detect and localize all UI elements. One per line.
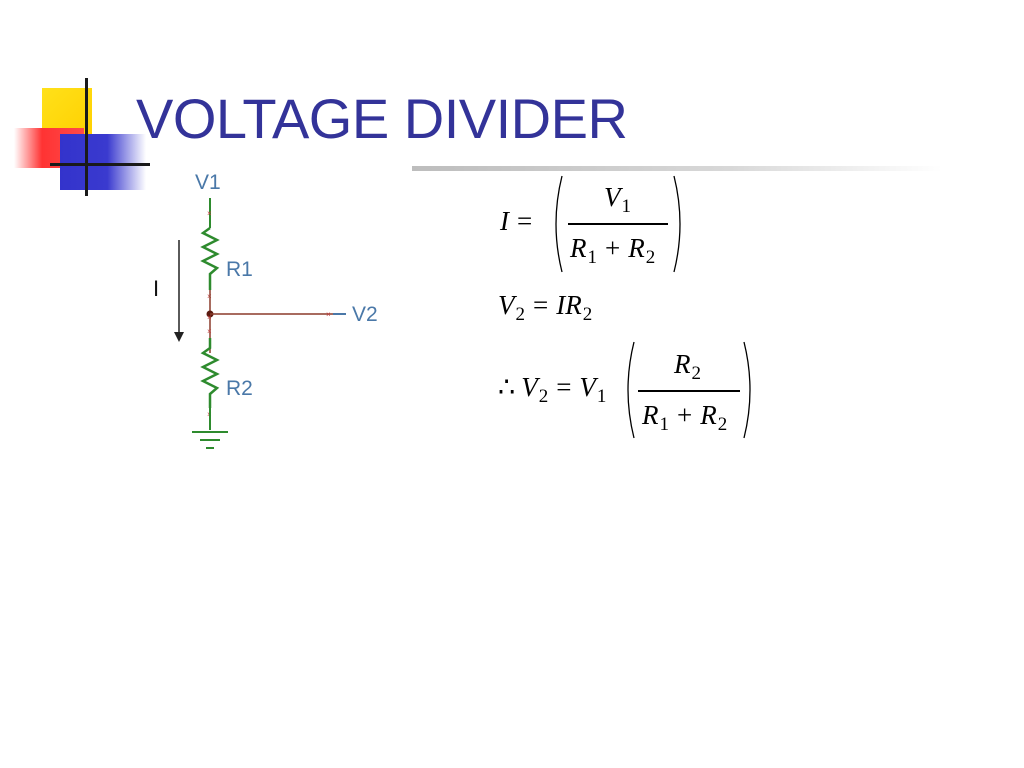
eq2-equals: =	[533, 290, 549, 320]
v1-label: V1	[195, 171, 221, 194]
equation-current: I=	[500, 206, 540, 237]
current-label: I	[153, 276, 159, 301]
current-arrow-icon	[174, 332, 184, 342]
eq3-therefore: ∴	[498, 372, 516, 402]
eq1-numerator: V1	[604, 182, 631, 217]
decorative-squares-logo	[0, 0, 150, 200]
eq3-fraction-bar	[638, 390, 740, 392]
eq1-left-paren	[555, 175, 563, 273]
eq3-equals: =	[556, 372, 572, 402]
eq1-den-a: R	[570, 233, 587, 263]
eq3-plus: +	[677, 400, 693, 430]
eq3-lhs-sub: 2	[538, 386, 549, 407]
eq1-den-b: R	[628, 233, 645, 263]
eq1-num-var: V	[604, 182, 621, 212]
r2-label: R2	[226, 377, 253, 400]
eq3-numerator: R2	[674, 349, 701, 384]
eq1-plus: +	[605, 233, 621, 263]
eq3-den-b-sub: 2	[717, 414, 728, 435]
eq1-equals: =	[517, 206, 533, 236]
eq1-fraction-bar	[568, 223, 668, 225]
eq3-factor-sub: 1	[596, 386, 607, 407]
eq1-denominator: R1+R2	[570, 233, 655, 268]
eq3-lhs: V	[521, 372, 538, 402]
equation-divider-result: ∴V2=V1	[498, 372, 606, 407]
pin-mark-out: ×	[326, 310, 331, 319]
eq3-num-var: R	[674, 349, 691, 379]
logo-vertical-line	[85, 78, 88, 196]
title-underline	[412, 166, 942, 171]
eq2-rhs: IR	[556, 290, 582, 320]
eq1-den-b-sub: 2	[645, 247, 656, 268]
pin-mark-1: ×	[207, 209, 212, 218]
eq1-lhs: I	[500, 206, 509, 236]
logo-horizontal-line	[50, 163, 150, 166]
eq2-lhs-sub: 2	[515, 304, 526, 325]
pin-mark-3: ×	[207, 313, 212, 322]
eq1-den-a-sub: 1	[587, 247, 598, 268]
eq1-right-paren	[673, 175, 681, 273]
resistor-r2	[200, 338, 220, 408]
eq2-rhs-sub: 2	[582, 304, 593, 325]
eq3-den-a: R	[642, 400, 659, 430]
voltage-divider-circuit: V1 × R1 × × V2 × × R2 × I	[153, 171, 378, 449]
r1-label: R1	[226, 258, 253, 281]
eq3-den-a-sub: 1	[659, 414, 670, 435]
eq3-den-b: R	[700, 400, 717, 430]
v2-label: V2	[352, 303, 378, 326]
eq2-lhs: V	[498, 290, 515, 320]
eq3-num-sub: 2	[691, 363, 702, 384]
eq1-num-sub: 1	[621, 196, 632, 217]
logo-blue-square	[60, 134, 146, 190]
pin-mark-4: ×	[207, 327, 212, 336]
eq3-denominator: R1+R2	[642, 400, 727, 435]
resistor-r1	[200, 226, 220, 290]
equation-output-voltage: V2=IR2	[498, 290, 592, 325]
eq3-right-paren	[743, 341, 751, 439]
slide-title: VOLTAGE DIVIDER	[136, 87, 628, 150]
eq3-left-paren	[627, 341, 635, 439]
eq3-factor: V	[579, 372, 596, 402]
